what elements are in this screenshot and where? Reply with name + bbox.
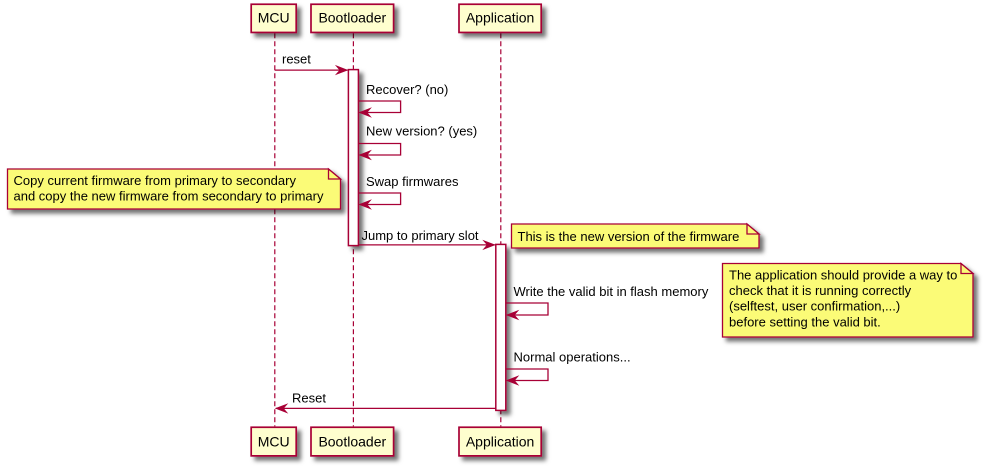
svg-text:Application: Application <box>466 433 535 449</box>
svg-text:Application: Application <box>466 10 535 26</box>
svg-text:before setting the valid bit.: before setting the valid bit. <box>729 314 881 329</box>
svg-text:(selftest, user confirmation,.: (selftest, user confirmation,...) <box>729 299 900 314</box>
svg-text:Jump to primary slot: Jump to primary slot <box>362 228 479 243</box>
svg-text:The application should provide: The application should provide a way to <box>729 268 957 283</box>
svg-text:Bootloader: Bootloader <box>318 433 386 449</box>
svg-text:Recover? (no): Recover? (no) <box>366 82 448 97</box>
svg-text:check that it is running corre: check that it is running correctly <box>729 283 912 298</box>
svg-text:New version? (yes): New version? (yes) <box>366 124 477 139</box>
svg-text:MCU: MCU <box>258 433 290 449</box>
svg-text:This is the new version of the: This is the new version of the firmware <box>518 229 740 244</box>
svg-text:Copy current firmware from pri: Copy current firmware from primary to se… <box>14 173 297 188</box>
svg-text:and copy the new firmware from: and copy the new firmware from secondary… <box>14 189 324 204</box>
svg-text:MCU: MCU <box>258 10 290 26</box>
svg-text:reset: reset <box>282 52 311 67</box>
svg-text:Reset: Reset <box>292 391 326 406</box>
svg-text:Normal operations...: Normal operations... <box>514 350 631 365</box>
svg-text:Swap firmwares: Swap firmwares <box>366 174 459 189</box>
svg-text:Bootloader: Bootloader <box>318 10 386 26</box>
svg-text:Write the valid bit in flash m: Write the valid bit in flash memory <box>514 284 709 299</box>
